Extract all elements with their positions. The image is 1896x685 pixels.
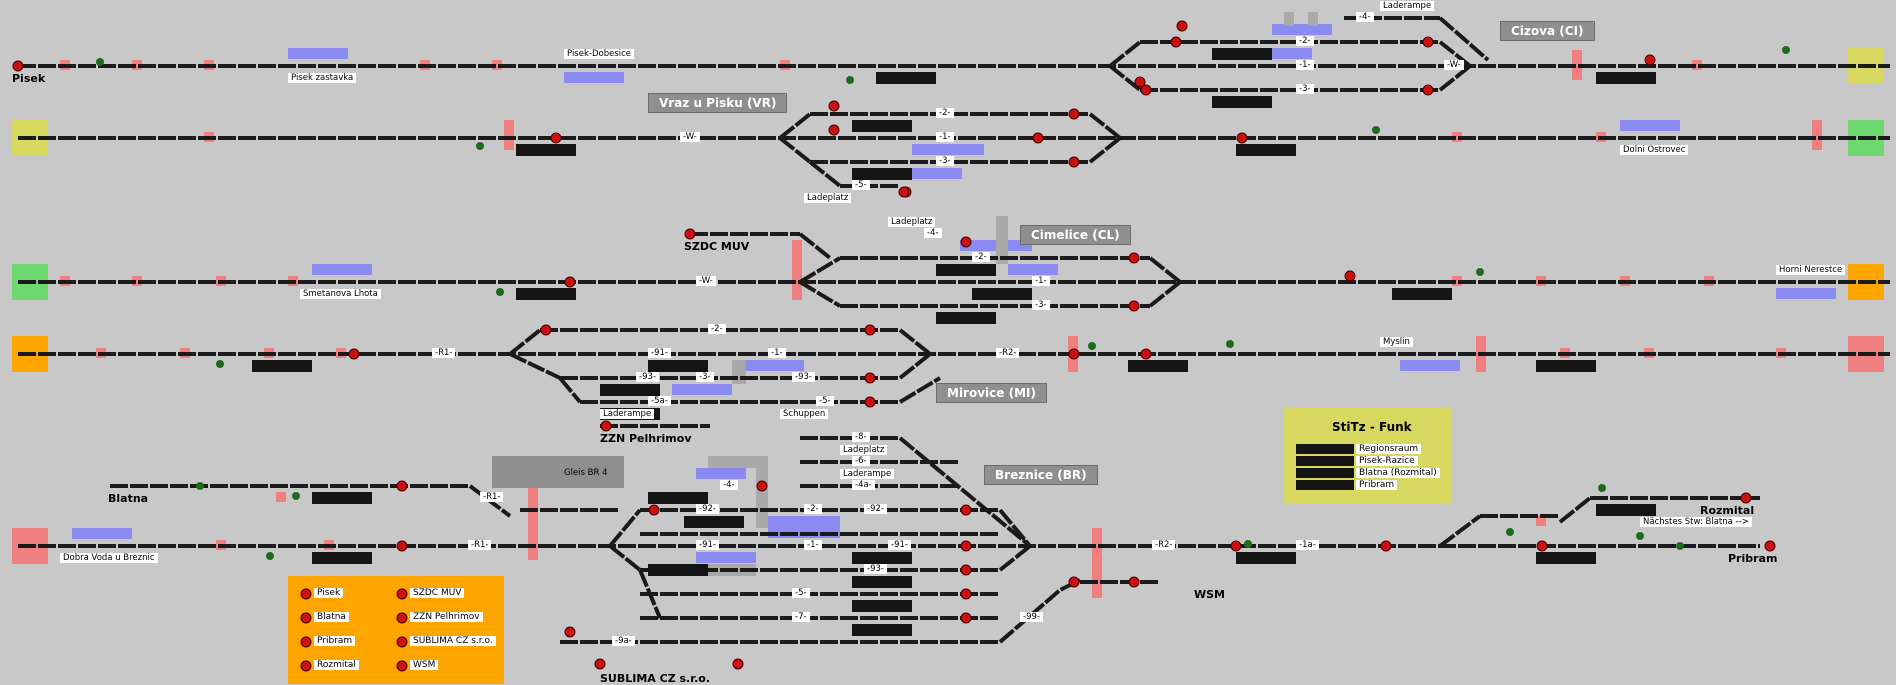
mark-t1: -1- (1296, 60, 1314, 70)
label-pisek-dobesice: Pisek-Dobesice (564, 49, 635, 59)
label-gleis-br4: Gleis BR 4 (564, 468, 608, 478)
funk-title: StiTz - Funk (1332, 420, 1412, 434)
mark-w2: -W- (680, 132, 700, 142)
counter-blocks (252, 48, 1656, 636)
mark-br99: -99- (1020, 612, 1043, 622)
legend-signals (300, 588, 408, 672)
legend-item[interactable]: Pribram (314, 636, 356, 646)
legend-item[interactable]: Blatna (314, 612, 349, 622)
label-laderampe-br: Laderampe (840, 469, 895, 479)
legend-item[interactable]: Pisek (314, 588, 344, 598)
label-laderampe-mi: Laderampe (600, 409, 655, 419)
mark-br5: -5- (792, 588, 810, 598)
label-ladeplatz-br: Ladeplatz (840, 445, 888, 455)
mark-br2: -2- (804, 504, 822, 514)
mark-br4: -4- (720, 480, 738, 490)
mark-vr5: -5- (852, 180, 870, 190)
legend-item[interactable]: ZZN Pelhrimov (410, 612, 483, 622)
mark-br93: -93- (864, 564, 887, 574)
mark-cl4: -4- (924, 228, 942, 238)
label-nachstes: Nächstes Stw: Blatna --> (1640, 517, 1752, 527)
signals (12, 20, 1776, 670)
mark-r1b: -R1- (480, 492, 504, 502)
mark-br92: -92- (696, 504, 719, 514)
mark-t2: -2- (1296, 36, 1314, 46)
legend-item[interactable]: SUBLIMA CZ s.r.o. (410, 636, 496, 646)
mark-vr2: -2- (936, 108, 954, 118)
label-smetanova-lhota: Smetanova Lhota (300, 289, 381, 299)
mark-cl1: -1- (1032, 276, 1050, 286)
label-dobra-voda: Dobra Voda u Breznic (60, 553, 158, 563)
mark-mi3: -3- (696, 372, 714, 382)
station-cizova[interactable]: Cizova (CI) (1500, 21, 1595, 41)
mark-br1: -1- (804, 540, 822, 550)
place-zzn: ZZN Pelhrimov (600, 432, 692, 445)
mark-w3: -W- (696, 276, 716, 286)
legend-item[interactable]: WSM (410, 660, 439, 670)
mark-r1a: -R1- (432, 348, 456, 358)
label-dolni-ostrovec: Dolni Ostrovec (1620, 145, 1689, 155)
place-pribram: Pribram (1728, 552, 1778, 565)
mark-mi93: -93- (636, 372, 659, 382)
place-blatna: Blatna (108, 492, 149, 505)
station-vraz[interactable]: Vraz u Pisku (VR) (648, 93, 788, 113)
mark-mi93b: -93- (792, 372, 815, 382)
label-laderampe-top: Laderampe (1380, 1, 1435, 11)
label-schuppen: Schuppen (780, 409, 829, 419)
mark-t3: -3- (1296, 84, 1314, 94)
funk-item[interactable]: Regionsraum (1356, 444, 1422, 454)
mark-r2a: -R2- (996, 348, 1020, 358)
mark-r1c: -R1- (468, 540, 492, 550)
mark-t4: -4- (1356, 12, 1374, 22)
mark-mi5: -5- (816, 396, 834, 406)
mark-mi1: -1- (768, 348, 786, 358)
mark-vr3: -3- (936, 156, 954, 166)
mark-w1: -W- (1444, 60, 1464, 70)
legend-item[interactable]: SZDC MUV (410, 588, 465, 598)
mark-mi2: -2- (708, 324, 726, 334)
place-wsm: WSM (1194, 588, 1226, 601)
mark-br92b: -92- (864, 504, 887, 514)
place-rozmital: Rozmital (1700, 504, 1755, 517)
mark-br1a: -1a- (1296, 540, 1319, 550)
gleis-br4-panel (492, 456, 624, 488)
funk-item[interactable]: Pribram (1356, 480, 1398, 490)
station-mirovice[interactable]: Mirovice (MI) (936, 383, 1047, 403)
funk-counters (1296, 444, 1354, 490)
mark-r2b: -R2- (1152, 540, 1176, 550)
label-pisek-zastavka: Pisek zastavka (288, 73, 357, 83)
place-szdc-muv: SZDC MUV (684, 240, 750, 253)
mark-br8: -8- (852, 432, 870, 442)
mark-br9a: -9a- (612, 636, 635, 646)
mark-mi5a: -5a- (648, 396, 671, 406)
label-horni-nerestce: Horni Nerestce (1776, 265, 1846, 275)
mark-br91: -91- (696, 540, 719, 550)
mark-br6: -6- (852, 456, 870, 466)
funk-item[interactable]: Pisek-Razice (1356, 456, 1418, 466)
legend-item[interactable]: Rozmital (314, 660, 359, 670)
mark-mi91: -91- (648, 348, 671, 358)
tracks (18, 16, 1890, 644)
mark-br91b: -91- (888, 540, 911, 550)
mark-vr1: -1- (936, 132, 954, 142)
station-breznice[interactable]: Breznice (BR) (984, 465, 1098, 485)
label-ladeplatz-cl: Ladeplatz (888, 217, 936, 227)
funk-item[interactable]: Blatna (Rozmital) (1356, 468, 1440, 478)
mark-cl3: -3- (1032, 300, 1050, 310)
place-sublima: SUBLIMA CZ s.r.o. (600, 672, 711, 685)
mark-br4a: -4a- (852, 480, 875, 490)
label-ladeplatz-vr: Ladeplatz (804, 193, 852, 203)
signal-heads (96, 46, 1790, 560)
station-cimelice[interactable]: Cimelice (CL) (1020, 225, 1131, 245)
place-pisek: Pisek (12, 72, 46, 85)
mark-cl2: -2- (972, 252, 990, 262)
mark-br7: -7- (792, 612, 810, 622)
label-myslin: Myslin (1380, 337, 1413, 347)
